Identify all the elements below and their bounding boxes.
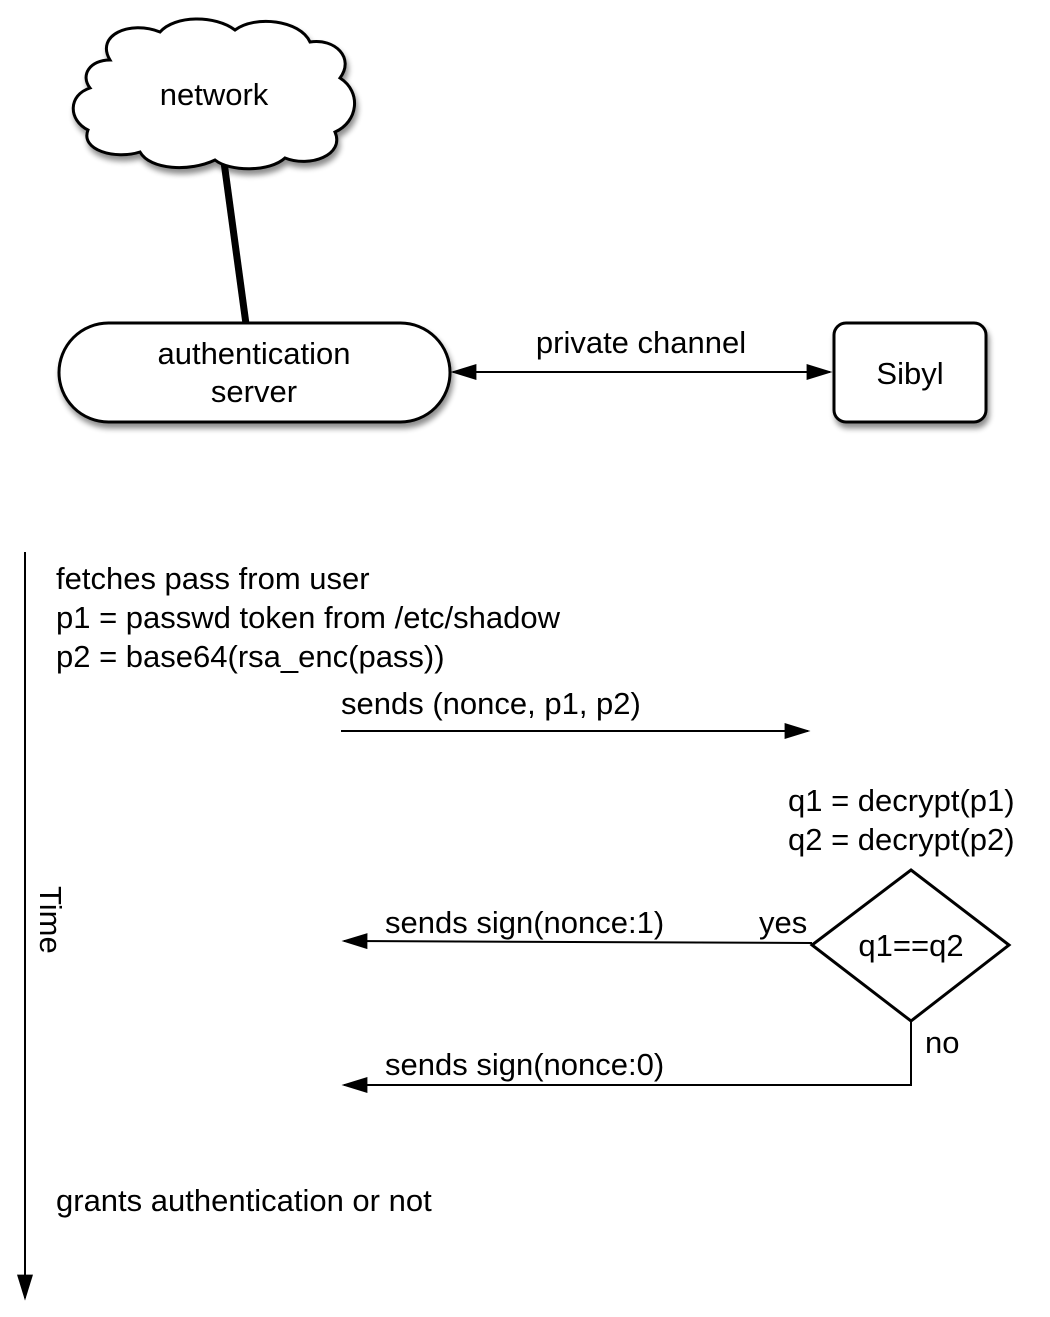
step-p1: p1 = passwd token from /etc/shadow: [56, 600, 561, 635]
network-cloud: [71, 17, 356, 171]
decrypt-q1: q1 = decrypt(p1): [788, 783, 1015, 818]
step-fetch-pass: fetches pass from user: [56, 561, 370, 596]
auth-server-node: [57, 321, 452, 424]
reply-no-label: sends sign(nonce:0): [385, 1047, 664, 1082]
step-p2: p2 = base64(rsa_enc(pass)): [56, 639, 445, 674]
auth-server-label-line1: authentication: [157, 336, 350, 371]
yes-label: yes: [759, 905, 807, 940]
time-axis-label: Time: [33, 886, 68, 954]
network-label: network: [160, 77, 269, 112]
reply-no-arrow: [341, 1021, 912, 1093]
decrypt-q2: q2 = decrypt(p2): [788, 822, 1015, 857]
auth-server-label-line2: server: [211, 374, 297, 409]
decision-label: q1==q2: [858, 928, 963, 963]
final-step: grants authentication or not: [56, 1183, 432, 1218]
reply-yes-arrow: [341, 933, 813, 950]
reply-yes-label: sends sign(nonce:1): [385, 905, 664, 940]
private-channel-label: private channel: [536, 325, 746, 360]
no-label: no: [925, 1025, 959, 1060]
sibyl-label: Sibyl: [876, 356, 943, 391]
network-link: [220, 161, 250, 325]
sibyl-node: [832, 321, 988, 424]
send-msg-label: sends (nonce, p1, p2): [341, 686, 641, 721]
